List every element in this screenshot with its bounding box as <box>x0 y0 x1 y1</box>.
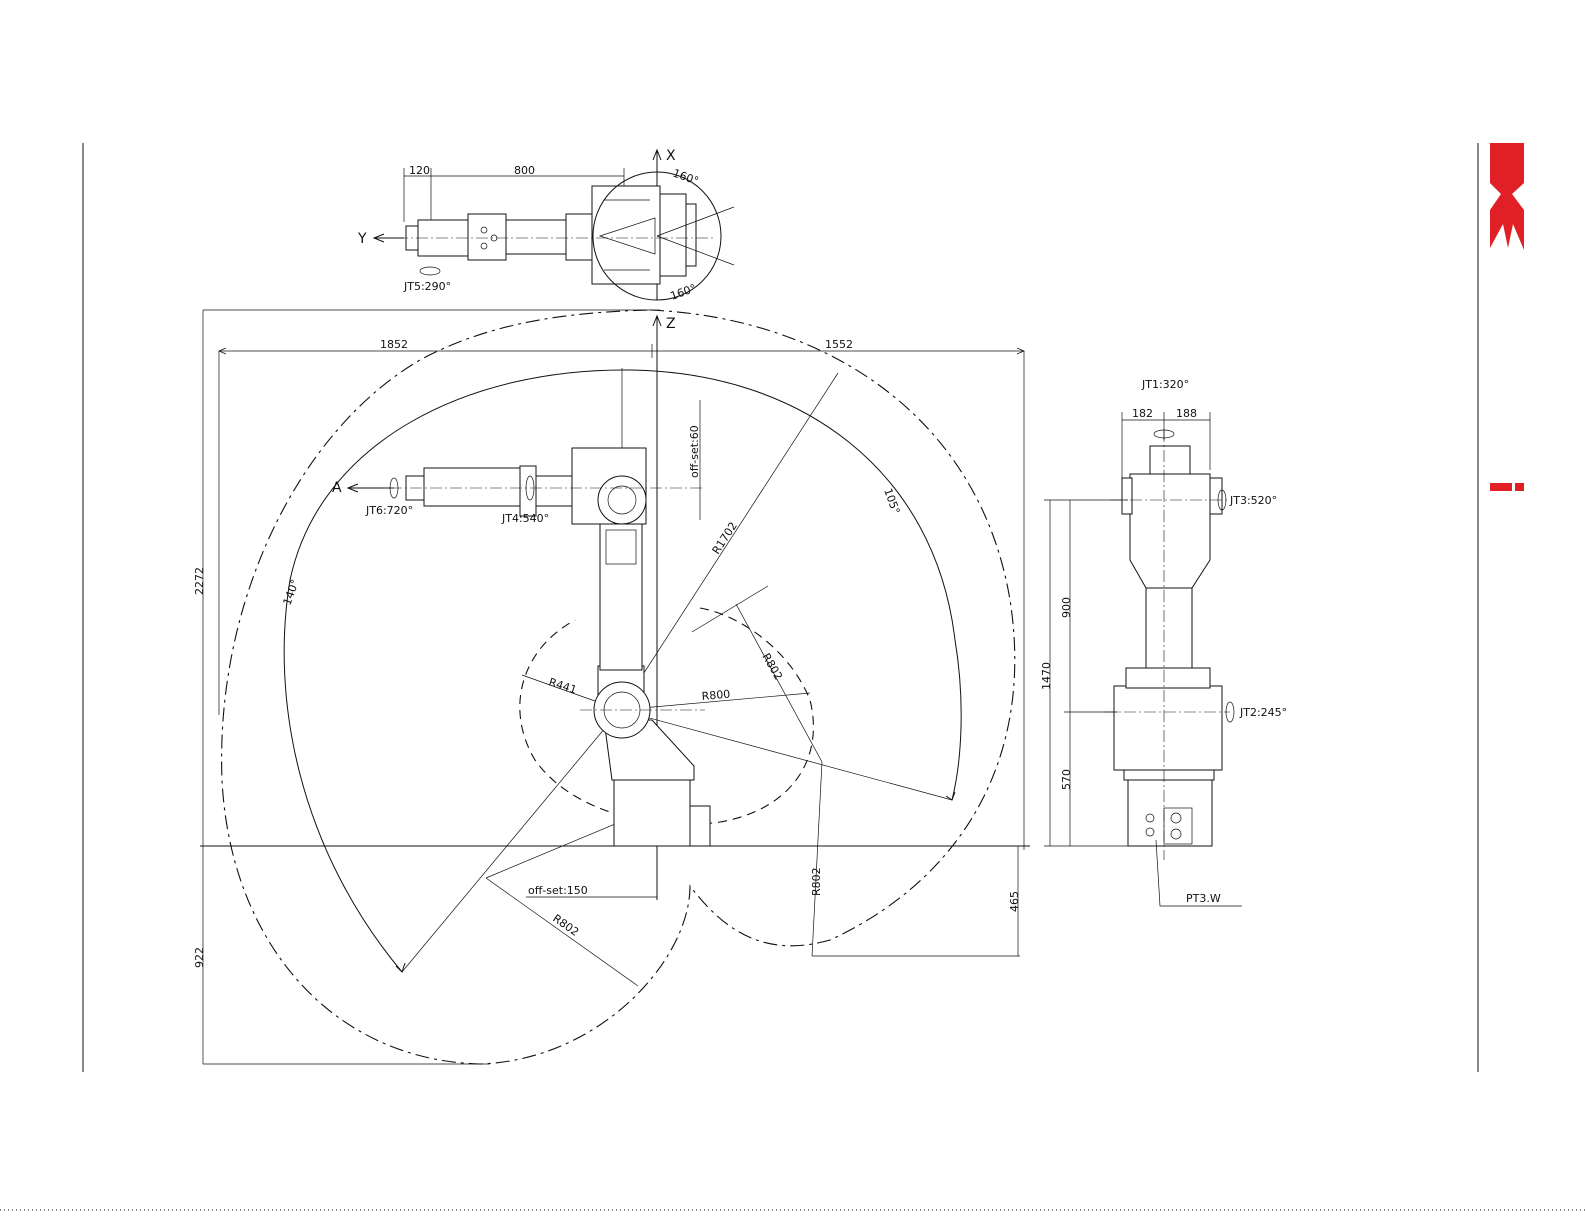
kawasaki-logo-icon <box>1490 143 1524 250</box>
angle-160-top: 160° <box>671 167 700 188</box>
dim-2272: 2272 <box>193 567 206 595</box>
r441-label: R441 <box>547 675 578 696</box>
dim-1552: 1552 <box>825 338 853 351</box>
offset-60-label: off-set:60 <box>688 425 701 478</box>
front-base <box>1128 780 1212 846</box>
dim-922: 922 <box>193 947 206 968</box>
dim-120: 120 <box>409 164 430 177</box>
jt2-label: JT2:245° <box>1239 706 1287 719</box>
forearm <box>424 468 520 506</box>
angle-140: 140° <box>281 578 302 607</box>
pt3w-label: PT3.W <box>1186 892 1221 905</box>
dim-465: 465 <box>1008 891 1021 912</box>
side-view: 1852 1552 2272 922 Z 140° 105° R441 R170… <box>193 310 1030 1064</box>
r800-label: R800 <box>701 688 731 703</box>
dim-182: 182 <box>1132 407 1153 420</box>
dim-900: 900 <box>1060 597 1073 618</box>
top-view: 120 800 X Y 160° 160° <box>357 148 734 303</box>
offset-150-label: off-set:150 <box>528 884 588 897</box>
angle-160-bottom: 160° <box>669 282 698 303</box>
axis-x-label: X <box>666 148 676 164</box>
jt1-label: JT1:320° <box>1141 378 1189 391</box>
jt6-label: JT6:720° <box>365 504 413 517</box>
axis-z-label: Z <box>666 316 676 332</box>
dim-188: 188 <box>1176 407 1197 420</box>
dim-1470: 1470 <box>1040 662 1053 690</box>
r802-right-label: R802 <box>810 867 823 896</box>
dim-1852: 1852 <box>380 338 408 351</box>
dim-800: 800 <box>514 164 535 177</box>
angle-105: 105° <box>881 487 902 516</box>
dim-570: 570 <box>1060 769 1073 790</box>
jt4-label: JT4:540° <box>501 512 549 525</box>
brand-mark-icon <box>1490 483 1524 491</box>
axis-a-label: A <box>332 480 342 496</box>
front-lower-arm <box>1146 588 1192 668</box>
robot-base <box>614 780 690 846</box>
jt5-label: JT5:290° <box>403 280 451 293</box>
axis-y-label: Y <box>357 231 367 247</box>
front-view: JT1:320° 182 188 JT3:520° JT2:245° <box>1040 378 1287 906</box>
jt3-label: JT3:520° <box>1229 494 1277 507</box>
r1702-label: R1702 <box>710 520 740 557</box>
